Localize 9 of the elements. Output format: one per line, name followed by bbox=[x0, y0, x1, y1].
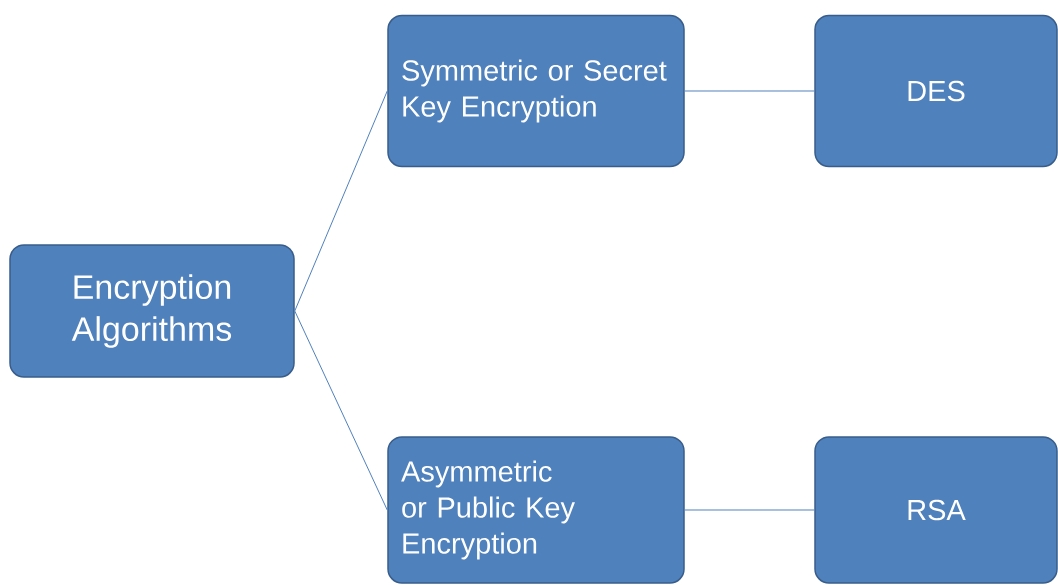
connector-line bbox=[294, 90, 388, 312]
connector-line bbox=[294, 310, 388, 511]
connector-line bbox=[684, 509, 815, 511]
process-box: Asymmetric or Public Key Encryption bbox=[387, 436, 685, 584]
process-box: Symmetric or Secret Key Encryption bbox=[387, 14, 685, 168]
connector-line bbox=[684, 90, 815, 92]
process-box: DES bbox=[814, 14, 1058, 168]
process-box: RSA bbox=[814, 436, 1058, 584]
process-box: Encryption Algorithms bbox=[9, 244, 295, 378]
